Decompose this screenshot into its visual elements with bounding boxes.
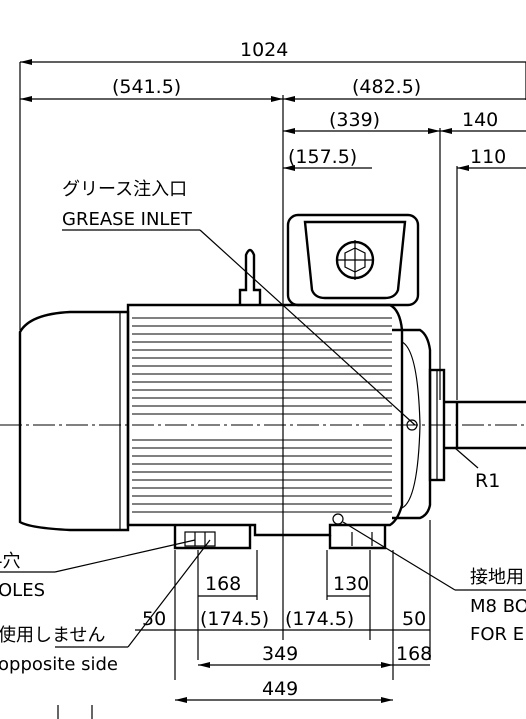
motor-body [18, 213, 526, 550]
holes-label-en: OLES [0, 580, 45, 601]
holes-label-jp: -穴 [0, 551, 21, 572]
fillet-leader [454, 447, 479, 469]
fan-cover [18, 310, 130, 532]
holes-leader [0, 539, 211, 648]
dim-foot-margin-left: 50 [142, 608, 166, 630]
dim-foot-right-total: 168 [396, 643, 432, 665]
dim-shaft-side: (482.5) [352, 76, 421, 98]
ground-bolt-hole [332, 513, 344, 525]
dim-shaft-extension: 140 [462, 109, 498, 131]
terminal-box [286, 213, 420, 307]
foot-left [173, 525, 252, 550]
dim-shaft-key: 110 [470, 146, 506, 168]
lifting-eye [238, 248, 262, 305]
grease-inlet-leader [62, 229, 416, 426]
dim-fillet-radius: R1 [475, 470, 500, 492]
dim-overall-length: 1024 [240, 39, 288, 61]
motor-frame [126, 303, 404, 537]
dim-base-length: 449 [262, 678, 298, 700]
dim-fan-side: (541.5) [112, 76, 181, 98]
top-dimension-lines [19, 59, 526, 640]
dim-foot-left: 168 [205, 573, 241, 595]
grease-inlet-label-jp: グリース注入口 [62, 179, 187, 200]
ground-label-jp: 接地用 [470, 567, 524, 588]
ground-for-label: FOR E [470, 624, 524, 645]
foot-right [328, 525, 387, 550]
bottom-dimension-lines [135, 520, 431, 703]
cooling-fins [132, 317, 392, 513]
ground-bolt-label: M8 BO [470, 596, 526, 617]
ground-bolt-leader [342, 521, 526, 591]
grease-inlet-label-en: GREASE INLET [62, 209, 193, 230]
dim-foot-span: 349 [262, 643, 298, 665]
dim-terminal-box-offset: (157.5) [288, 146, 357, 168]
dim-foot-right: 130 [333, 573, 369, 595]
dim-frame-half: (339) [329, 109, 380, 131]
opposite-side-label: opposite side [0, 654, 118, 675]
dim-foot-offset-left: (174.5) [200, 608, 269, 630]
not-used-label-jp: 使用しません [0, 625, 105, 646]
dim-foot-margin-right: 50 [402, 608, 426, 630]
dim-foot-offset-right: (174.5) [285, 608, 354, 630]
end-bracket [392, 328, 432, 520]
